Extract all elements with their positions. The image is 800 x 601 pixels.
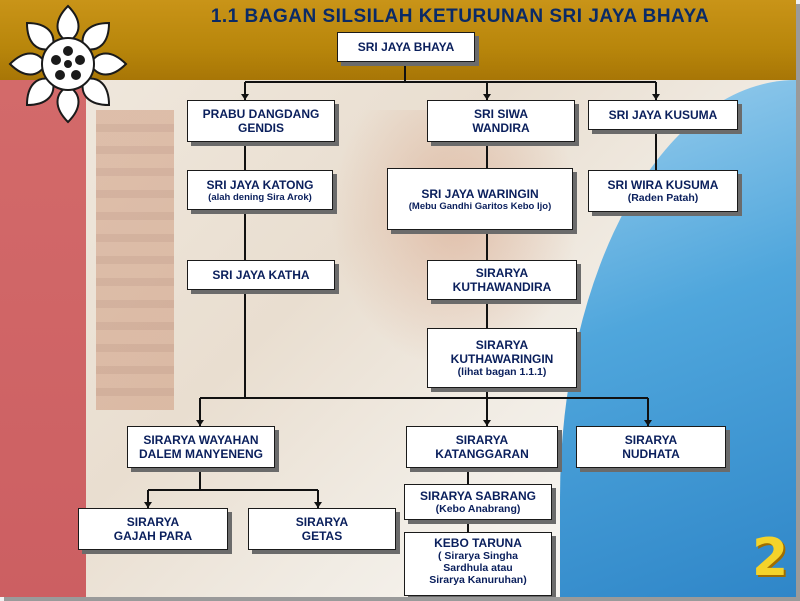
node-label: KUTHAWARINGIN — [450, 352, 554, 366]
node-label: SRI SIWA — [473, 107, 528, 121]
node-sri-siwa-wandira: SRI SIWA WANDIRA — [427, 100, 575, 142]
node-label: SIRARYA — [475, 266, 529, 280]
background-temple-left — [96, 110, 174, 410]
node-label: SIRARYA — [455, 433, 509, 447]
node-label: KEBO TARUNA — [434, 536, 522, 550]
node-label: SRI JAYA BHAYA — [357, 40, 455, 54]
node-label: SRI JAYA KUSUMA — [608, 108, 718, 122]
node-sirarya-gajah-para: SIRARYA GAJAH PARA — [78, 508, 228, 550]
node-sirarya-kuthawandira: SIRARYA KUTHAWANDIRA — [427, 260, 577, 300]
node-sri-jaya-waringin: SRI JAYA WARINGIN (Mebu Gandhi Garitos K… — [387, 168, 573, 230]
node-label: DALEM MANYENENG — [138, 447, 263, 461]
node-sri-wira-kusuma: SRI WIRA KUSUMA (Raden Patah) — [588, 170, 738, 212]
node-label: SIRARYA WAYAHAN — [143, 433, 259, 447]
node-label: NUDHATA — [622, 447, 680, 461]
node-sri-jaya-kusuma: SRI JAYA KUSUMA — [588, 100, 738, 130]
flower-ornament-icon — [8, 4, 128, 124]
node-label: PRABU DANGDANG — [202, 107, 320, 121]
node-note: Sardhula atau — [443, 562, 513, 574]
node-note: ( Sirarya Singha — [438, 550, 518, 562]
node-note: (lihat bagan 1.1.1) — [457, 366, 547, 378]
node-kebo-taruna: KEBO TARUNA ( Sirarya Singha Sardhula at… — [404, 532, 552, 596]
node-note: (Mebu Gandhi Garitos Kebo Ijo) — [408, 200, 552, 212]
node-label: SIRARYA — [126, 515, 180, 529]
node-label: GAJAH PARA — [113, 529, 193, 543]
node-note: (Raden Patah) — [627, 192, 699, 204]
node-sirarya-getas: SIRARYA GETAS — [248, 508, 396, 550]
node-label: SRI JAYA KATHA — [212, 268, 310, 282]
node-note: (Kebo Anabrang) — [435, 503, 521, 515]
node-sri-jaya-katha: SRI JAYA KATHA — [187, 260, 335, 290]
node-label: SRI WIRA KUSUMA — [607, 178, 719, 192]
node-note: Sirarya Kanuruhan) — [429, 574, 527, 586]
node-label: SIRARYA — [295, 515, 349, 529]
node-label: KATANGGARAN — [435, 447, 529, 461]
node-sirarya-wayahan-dalem-manyeneng: SIRARYA WAYAHAN DALEM MANYENENG — [127, 426, 275, 468]
node-label: SIRARYA — [624, 433, 678, 447]
node-label: KUTHAWANDIRA — [452, 280, 552, 294]
node-label: WANDIRA — [472, 121, 530, 135]
node-label: SIRARYA SABRANG — [419, 489, 536, 503]
node-label: GETAS — [301, 529, 343, 543]
left-accent-bar — [0, 80, 86, 597]
node-sirarya-sabrang: SIRARYA SABRANG (Kebo Anabrang) — [404, 484, 552, 520]
node-note: (alah dening Sira Arok) — [208, 191, 312, 203]
node-sirarya-nudhata: SIRARYA NUDHATA — [576, 426, 726, 468]
page-number: 2 — [752, 528, 789, 588]
node-label: SIRARYA — [475, 338, 529, 352]
node-sri-jaya-bhaya: SRI JAYA BHAYA — [337, 32, 475, 62]
node-sirarya-katanggaran: SIRARYA KATANGGARAN — [406, 426, 558, 468]
node-label: SRI JAYA WARINGIN — [421, 186, 539, 201]
node-label: GENDIS — [237, 121, 284, 135]
node-sri-jaya-katong: SRI JAYA KATONG (alah dening Sira Arok) — [187, 170, 333, 210]
node-label: SRI JAYA KATONG — [206, 177, 314, 192]
background-temple-right — [330, 110, 580, 370]
node-sirarya-kuthawaringin: SIRARYA KUTHAWARINGIN (lihat bagan 1.1.1… — [427, 328, 577, 388]
slide-title: 1.1 BAGAN SILSILAH KETURUNAN SRI JAYA BH… — [210, 6, 710, 27]
node-prabu-dangdang-gendis: PRABU DANGDANG GENDIS — [187, 100, 335, 142]
